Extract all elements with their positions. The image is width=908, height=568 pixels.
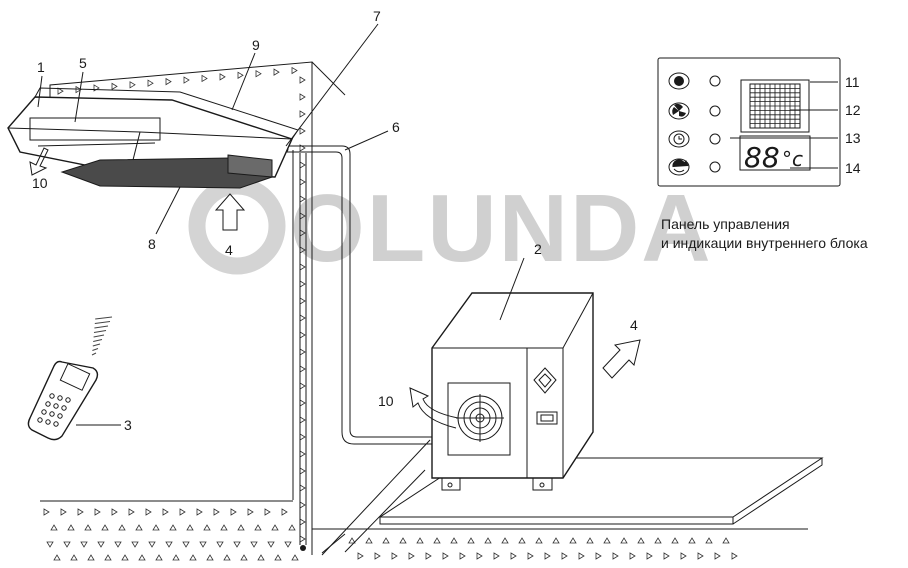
panel-display-unit: °c xyxy=(782,147,803,171)
callout-8: 8 xyxy=(148,236,156,252)
airflow-arrows xyxy=(29,147,641,429)
panel-caption: Панель управления и индикации внутреннег… xyxy=(661,215,868,253)
callout-13: 13 xyxy=(845,130,861,146)
callout-4-outdoor: 4 xyxy=(630,317,638,333)
timer-icon xyxy=(668,130,721,148)
indoor-unit xyxy=(7,87,299,189)
callout-labels: 1 5 9 7 6 10 8 4 2 4 10 3 11 12 13 14 xyxy=(32,8,861,433)
watermark: OLUNDA xyxy=(188,175,713,282)
callout-1: 1 xyxy=(37,59,45,75)
callout-2: 2 xyxy=(534,241,542,257)
panel-caption-line1: Панель управления xyxy=(661,216,790,232)
callout-10-outdoor: 10 xyxy=(378,393,394,409)
callout-9: 9 xyxy=(252,37,260,53)
panel-display-reading: 88 xyxy=(744,141,780,174)
swing-icon xyxy=(668,158,721,176)
control-panel: 88 °c xyxy=(657,57,841,187)
fan-icon xyxy=(668,102,721,120)
callout-4-indoor: 4 xyxy=(225,242,233,258)
outdoor-unit xyxy=(431,292,594,491)
wall xyxy=(292,76,313,555)
remote-control xyxy=(27,316,113,441)
operation-mode-icon xyxy=(668,72,721,90)
callout-3: 3 xyxy=(124,417,132,433)
panel-caption-line2: и индикации внутреннего блока xyxy=(661,235,868,251)
ceiling xyxy=(49,61,346,140)
callout-6: 6 xyxy=(392,119,400,135)
callout-5: 5 xyxy=(79,55,87,71)
callout-11: 11 xyxy=(845,74,860,90)
leader-lines xyxy=(37,23,838,426)
callout-12: 12 xyxy=(845,102,861,118)
refrigerant-pipe xyxy=(279,144,452,551)
callout-10-indoor: 10 xyxy=(32,175,48,191)
watermark-text: OLUNDA xyxy=(290,175,713,282)
ground xyxy=(40,500,808,561)
callout-14: 14 xyxy=(845,160,861,176)
callout-7: 7 xyxy=(373,8,381,24)
